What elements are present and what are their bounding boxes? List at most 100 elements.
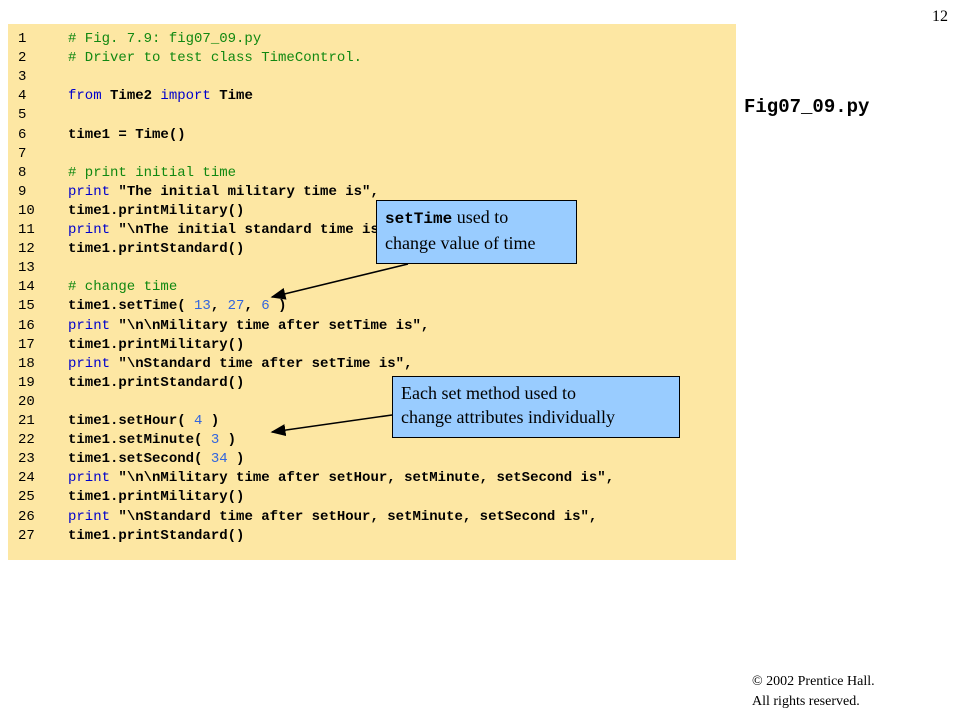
code-token: time1.printStandard() xyxy=(68,527,245,544)
settime-arrow xyxy=(270,263,409,300)
line-number: 9 xyxy=(18,183,27,200)
code-token: time1.setMinute( xyxy=(68,432,211,449)
line-number: 14 xyxy=(18,279,35,296)
code-line: 10 time1.printMilitary() xyxy=(18,202,244,221)
code-token: 13 xyxy=(194,298,211,315)
line-number: 19 xyxy=(18,374,35,391)
copyright-line1: © 2002 Prentice Hall. xyxy=(752,674,875,689)
code-token: print xyxy=(68,470,111,487)
code-token: # Driver to test class TimeControl. xyxy=(68,50,363,67)
code-line: 27 time1.printStandard() xyxy=(18,527,244,546)
line-number: 18 xyxy=(18,355,35,372)
code-line: 26 print "\nStandard time after setHour, … xyxy=(18,508,597,527)
code-token: Time2 xyxy=(101,88,161,105)
code-token: time1 = Time() xyxy=(68,126,186,143)
code-token: "\n\nMilitary time after setTime is", xyxy=(110,317,430,334)
line-number: 2 xyxy=(18,50,27,67)
code-line: 16 print "\n\nMilitary time after setTime… xyxy=(18,317,429,336)
line-number: 3 xyxy=(18,69,27,86)
code-line: 4 from Time2 import Time xyxy=(18,87,253,106)
code-token: 3 xyxy=(210,432,220,449)
code-line: 15 time1.setTime( 13, 27, 6 ) xyxy=(18,297,287,316)
code-token: time1.printStandard() xyxy=(68,374,245,391)
callout-settime-code: setTime xyxy=(385,210,453,228)
line-number: 22 xyxy=(18,432,35,449)
page-number: 12 xyxy=(932,8,948,25)
code-token: print xyxy=(68,508,111,525)
code-token: ) xyxy=(269,298,287,315)
setmethods-arrow xyxy=(270,414,393,437)
line-number: 4 xyxy=(18,88,27,105)
code-line: 1# Fig. 7.9: fig07_09.py xyxy=(18,30,261,49)
line-number: 5 xyxy=(18,107,27,124)
line-number: 1 xyxy=(18,31,27,47)
callout-setmethods-text2: change attributes individually xyxy=(401,407,615,427)
line-number: 24 xyxy=(18,470,35,487)
code-token: 6 xyxy=(261,298,270,315)
code-token: 27 xyxy=(227,298,245,315)
code-token: "\nStandard time after setHour, setMinut… xyxy=(110,508,598,525)
code-token: time1.setTime( xyxy=(68,298,195,315)
code-line: 25 time1.printMilitary() xyxy=(18,488,244,507)
callout-settime: setTime used to change value of time xyxy=(376,200,577,264)
line-number: 15 xyxy=(18,298,35,315)
code-token: print xyxy=(68,317,111,334)
code-token: time1.printMilitary() xyxy=(68,489,245,506)
code-token: from xyxy=(68,88,102,105)
line-number: 10 xyxy=(18,202,35,219)
code-token: ) xyxy=(227,451,245,468)
code-token: "The initial military time is", xyxy=(110,183,379,200)
line-number: 16 xyxy=(18,317,35,334)
code-line: 24 print "\n\nMilitary time after setHour… xyxy=(18,469,614,488)
line-number: 12 xyxy=(18,241,35,258)
line-number: 25 xyxy=(18,489,35,506)
line-number: 26 xyxy=(18,508,35,525)
code-token: Time xyxy=(210,88,253,105)
line-number: 23 xyxy=(18,451,35,468)
callout-settime-line1: setTime used to xyxy=(385,205,568,231)
line-number: 7 xyxy=(18,145,27,162)
copyright-line2: All rights reserved. xyxy=(752,694,860,709)
code-token: ) xyxy=(202,413,220,429)
code-token: # change time xyxy=(68,279,178,296)
line-number: 17 xyxy=(18,336,35,353)
line-number: 6 xyxy=(18,126,27,143)
code-token: time1.setSecond( xyxy=(68,451,211,468)
code-line: 6 time1 = Time() xyxy=(18,126,186,145)
code-token: print xyxy=(68,222,111,238)
code-line: 8# print initial time xyxy=(18,164,236,183)
line-number: 27 xyxy=(18,527,35,544)
line-number: 13 xyxy=(18,260,35,277)
code-token: , xyxy=(210,298,228,315)
code-token: time1.printStandard() xyxy=(68,241,245,258)
code-token: time1.printMilitary() xyxy=(68,202,245,219)
code-line: 13 xyxy=(18,259,68,278)
line-number: 11 xyxy=(18,222,35,238)
code-line: 22 time1.setMinute( 3 ) xyxy=(18,431,236,450)
line-number: 21 xyxy=(18,413,35,429)
code-token: "\n\nMilitary time after setHour, setMin… xyxy=(110,470,615,487)
code-token: print xyxy=(68,355,111,372)
callout-settime-text2: change value of time xyxy=(385,233,536,253)
code-token: ) xyxy=(219,432,237,449)
file-label: Fig07_09.py xyxy=(744,96,870,118)
line-number: 20 xyxy=(18,393,35,410)
code-line: 14 # change time xyxy=(18,278,177,297)
code-line: 2 # Driver to test class TimeControl. xyxy=(18,49,362,68)
code-token: # print initial time xyxy=(68,164,237,181)
code-line: 20 xyxy=(18,393,68,412)
code-token: 4 xyxy=(194,413,203,429)
code-line: 12 time1.printStandard() xyxy=(18,240,244,259)
code-line: 5 xyxy=(18,106,68,125)
code-line: 17 time1.printMilitary() xyxy=(18,336,244,355)
copyright: © 2002 Prentice Hall. All rights reserve… xyxy=(752,672,875,712)
code-token: import xyxy=(160,88,211,105)
callout-setmethods: Each set method used to change attribute… xyxy=(392,376,680,438)
code-token: time1.printMilitary() xyxy=(68,336,245,353)
code-token: , xyxy=(244,298,262,315)
